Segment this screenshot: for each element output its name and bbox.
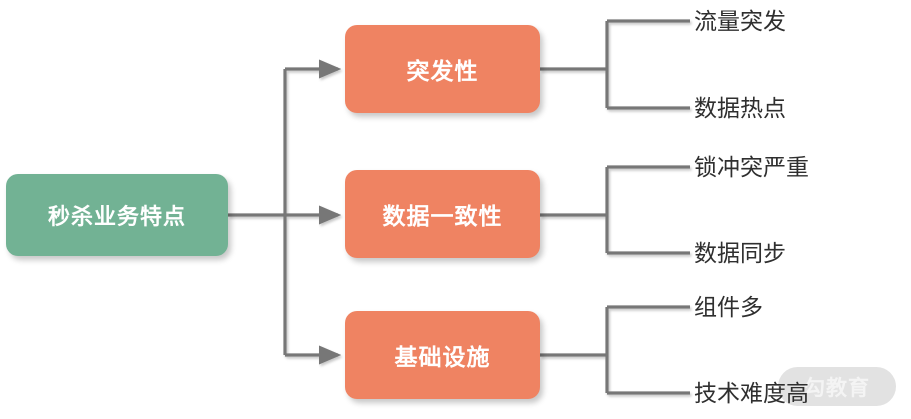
leaf-label-2-2[interactable]: 数据同步: [694, 240, 786, 266]
watermark-badge: 勾教育: [778, 367, 896, 406]
leaf-label-1-2[interactable]: 数据热点: [694, 95, 786, 121]
branch-node-1-label: 突发性: [406, 58, 479, 84]
root-node[interactable]: 秒杀业务特点: [6, 174, 228, 256]
branch-node-1[interactable]: 突发性: [345, 25, 540, 113]
watermark-label: 勾教育: [804, 376, 870, 400]
leaf-label-1-1[interactable]: 流量突发: [694, 8, 786, 34]
leaf-label-3-2[interactable]: 技术难度高: [694, 380, 809, 406]
leaf-label-3-1[interactable]: 组件多: [694, 294, 763, 320]
branch-node-3[interactable]: 基础设施: [345, 311, 540, 399]
branch-node-2-label: 数据一致性: [382, 203, 503, 229]
root-node-label: 秒杀业务特点: [47, 204, 186, 229]
branch-node-2[interactable]: 数据一致性: [345, 170, 540, 258]
leaf-label-2-1[interactable]: 锁冲突严重: [694, 154, 809, 180]
branch-node-3-label: 基础设施: [394, 344, 491, 370]
